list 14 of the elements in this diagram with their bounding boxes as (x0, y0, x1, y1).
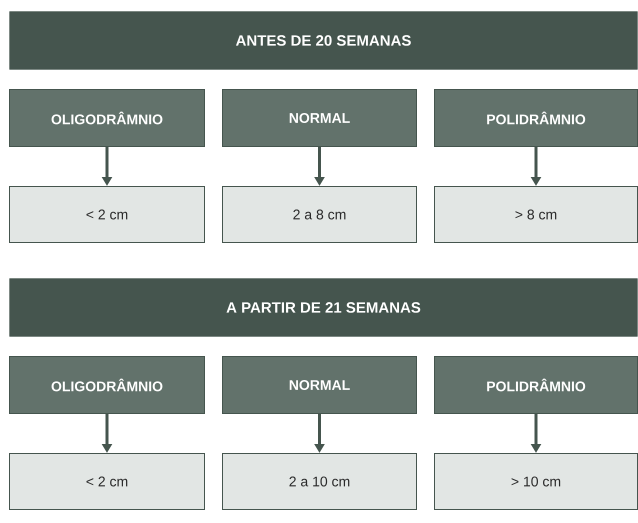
value-box: > 10 cm (434, 453, 638, 510)
category-box: OLIGODRÂMNIO (9, 356, 205, 414)
category-box: NORMAL (222, 89, 417, 147)
value-box: 2 a 10 cm (222, 453, 417, 510)
category-box: POLIDRÂMNIO (434, 89, 638, 147)
header-band: A PARTIR DE 21 SEMANAS (9, 278, 638, 337)
value-box: 2 a 8 cm (222, 186, 417, 243)
value-box: > 8 cm (434, 186, 638, 243)
header-band: ANTES DE 20 SEMANAS (9, 11, 638, 70)
category-box: NORMAL (222, 356, 417, 414)
value-box: < 2 cm (9, 186, 205, 243)
value-box: < 2 cm (9, 453, 205, 510)
category-box: POLIDRÂMNIO (434, 356, 638, 414)
category-box: OLIGODRÂMNIO (9, 89, 205, 147)
